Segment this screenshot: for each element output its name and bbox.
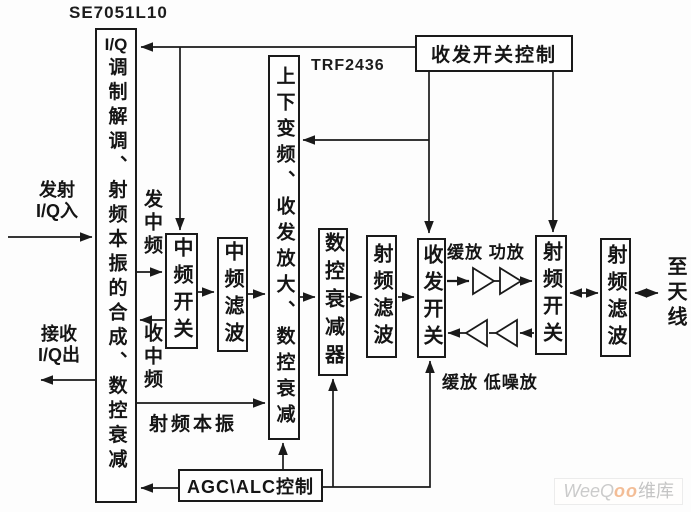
watermark-latin: WeeQ	[563, 481, 614, 501]
block-updown-converter-label: 上下变频、收发放大、数控衰减	[273, 65, 295, 430]
block-rf-filter-left: 射频滤波	[366, 235, 397, 358]
label-rx-iq-out-line2: I/Q出	[37, 345, 80, 365]
amp-triangle-icon	[494, 318, 518, 348]
rx-amplifier-icons	[447, 318, 534, 348]
block-rf-filter-right: 射频滤波	[600, 238, 631, 357]
block-rf-filter-left-label: 射频滤波	[370, 242, 392, 351]
label-rf-lo: 射频本振	[149, 414, 238, 435]
box-trx-switch-control: 收发开关控制	[415, 35, 573, 72]
block-rf-switch: 射频开关	[535, 235, 567, 355]
block-iq-modem-head: I/Q	[104, 35, 128, 54]
label-tx-iq-in-line1: 发射	[39, 180, 75, 200]
watermark-dots-icon: oo	[614, 481, 638, 501]
label-rx-if: 收中频	[141, 323, 162, 392]
block-if-switch: 中频开关	[165, 233, 198, 349]
block-iq-modem: I/Q 调制解调、射频本振的合成、数控衰减	[95, 28, 137, 503]
signal-wires	[8, 232, 415, 408]
block-if-filter: 中频滤波	[217, 237, 248, 352]
wire-agc-to-trxswitch	[323, 360, 435, 488]
watermark-cjk: 维库	[638, 481, 674, 501]
block-rf-switch-label: 射频开关	[539, 241, 562, 349]
agc-wires	[140, 360, 435, 493]
block-trx-switch: 收发开关	[417, 238, 446, 358]
label-buffer-pa: 缓放 功放	[447, 243, 525, 262]
control-wires	[140, 42, 558, 234]
block-trx-switch-label: 收发开关	[420, 244, 442, 352]
block-iq-modem-body: 调制解调、射频本振的合成、数控衰减	[105, 57, 127, 474]
block-if-switch-label: 中频开关	[170, 237, 192, 345]
label-tx-if: 发中频	[141, 189, 162, 258]
block-digital-attenuator-label: 数控衰减器	[321, 232, 344, 372]
box-agc-alc-control: AGC\ALC控制	[178, 469, 323, 502]
label-tx-iq-in-line2: I/Q入	[35, 201, 78, 221]
amp-triangle-icon	[472, 266, 496, 296]
chip2-label: TRF2436	[311, 57, 385, 74]
label-to-antenna: 至天线	[664, 256, 686, 331]
block-if-filter-label: 中频滤波	[221, 240, 243, 349]
label-tx-iq-in: 发射 I/Q入	[24, 180, 90, 222]
amp-triangle-icon	[464, 318, 488, 348]
label-rx-iq-out: 接收 I/Q出	[26, 324, 92, 366]
block-digital-attenuator: 数控衰减器	[318, 228, 348, 376]
amp-triangle-icon	[499, 266, 523, 296]
block-rf-filter-right-label: 射频滤波	[604, 243, 626, 352]
label-buffer-lna: 缓放 低噪放	[442, 373, 538, 392]
box-agc-alc-control-label: AGC\ALC控制	[187, 476, 314, 497]
tx-amplifier-icons	[447, 266, 533, 296]
block-updown-converter: 上下变频、收发放大、数控衰减	[268, 55, 300, 440]
watermark: WeeQoo维库	[554, 478, 683, 505]
chip1-label: SE7051L10	[69, 3, 168, 22]
box-trx-switch-control-label: 收发开关控制	[430, 45, 557, 66]
label-rx-iq-out-line1: 接收	[41, 324, 77, 344]
